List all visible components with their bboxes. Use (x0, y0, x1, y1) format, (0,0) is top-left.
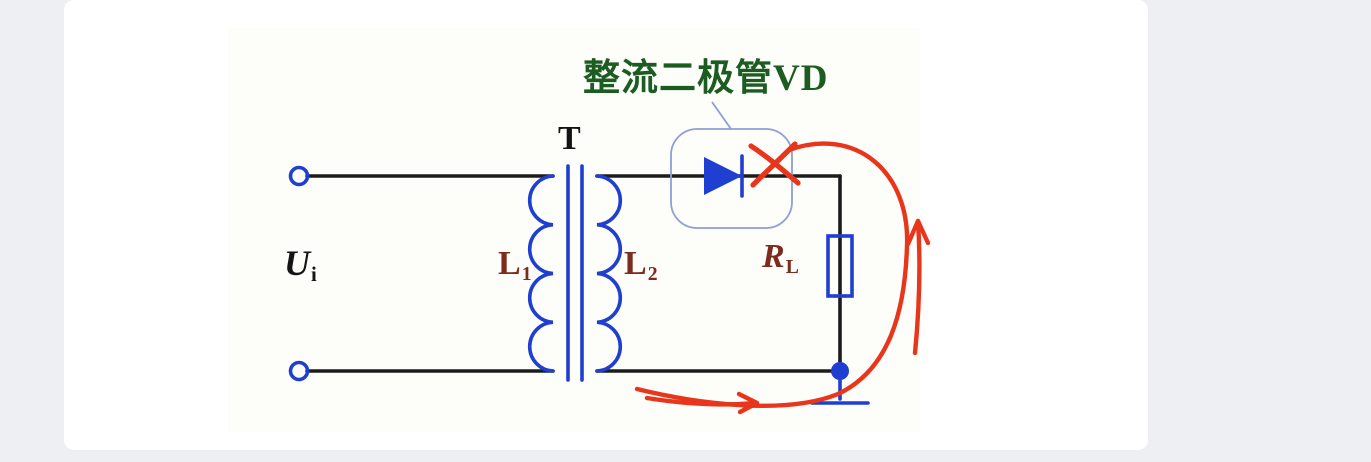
handwritten-annotations (634, 141, 931, 415)
wires (305, 174, 842, 373)
transformer-label: T (558, 120, 581, 157)
primary-coil (527, 174, 555, 373)
circuit-image-area (228, 28, 920, 432)
secondary-winding-label: L2 (624, 245, 658, 285)
primary-winding-label: L1 (498, 245, 532, 285)
rightward-arrow (644, 391, 760, 415)
transformer-core (566, 164, 584, 382)
input-voltage-symbol: U (284, 243, 310, 283)
input-voltage-subscript: i (311, 261, 317, 286)
input-terminals (288, 165, 310, 382)
rectifier-diode (704, 154, 744, 198)
ground-symbol (810, 362, 870, 405)
transformer (527, 164, 623, 382)
secondary-coil (595, 174, 623, 373)
input-voltage-label: Ui (284, 245, 317, 285)
diode-title-label: 整流二极管VD (583, 58, 829, 99)
upward-arrow (905, 218, 931, 356)
load-resistor (826, 234, 854, 298)
load-resistor-label: RL (762, 238, 799, 278)
